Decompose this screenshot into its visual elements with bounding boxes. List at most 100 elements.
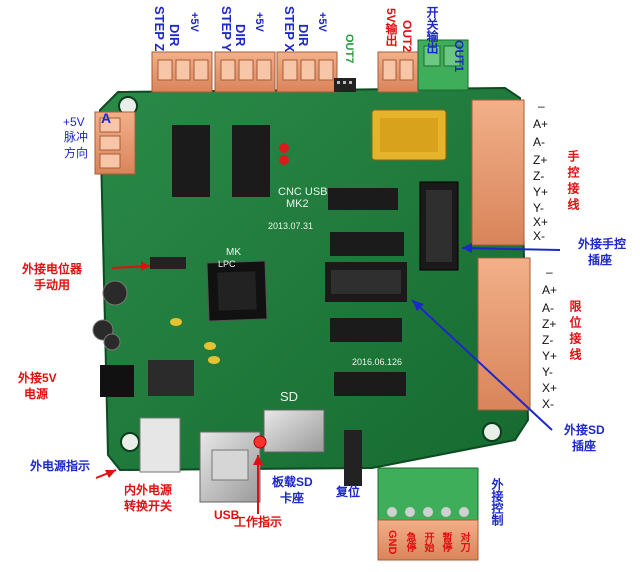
label-limit-minus: – [546, 265, 553, 279]
label-hand-socket-line2: 插座 [588, 253, 613, 267]
capacitor [102, 280, 128, 306]
arrow-sd-socket [411, 299, 553, 431]
label-dir-z: DIR [167, 24, 182, 47]
label-hand-pin: A+ [533, 117, 549, 131]
label-hand-minus: – [538, 99, 545, 113]
terminal-strip-hand [471, 99, 525, 246]
terminal-strip-limit [477, 257, 531, 411]
silk-lpc: LPC [218, 259, 236, 269]
label-direction: 方向 [64, 146, 89, 160]
label-start: 开始 [422, 532, 433, 552]
silk-date1: 2013.07.31 [268, 221, 314, 231]
label-5v-y: +5V [253, 12, 265, 32]
label-power-switch-line1: 内外电源 [124, 483, 173, 497]
label-out2: OUT2 [400, 20, 414, 53]
label-limit-pin: Y+ [542, 349, 558, 363]
regulator [148, 360, 194, 396]
label-pot-line2: 手动用 [34, 278, 71, 292]
label-ext5v-line1: 外接5V [18, 371, 57, 385]
label-limit-pin: X- [542, 397, 554, 411]
label-hand-pin: Z- [533, 169, 545, 183]
ic-chip [334, 372, 406, 396]
mcu-chip [206, 260, 268, 322]
mounting-hole [482, 422, 502, 442]
label-pulse: 脉冲 [64, 130, 89, 144]
label-hand-pin: Z+ [533, 153, 548, 167]
terminal-block-a [94, 111, 136, 175]
usb-port [199, 431, 261, 503]
label-hand-pin: Y+ [533, 185, 549, 199]
label-power-switch-line2: 转换开关 [124, 499, 173, 513]
label-gnd: GND [386, 530, 398, 555]
label-pause: 暂停 [440, 532, 451, 552]
label-reset: 复位 [336, 485, 361, 499]
power-switch [139, 417, 181, 473]
out7-header [334, 78, 356, 92]
label-hand-socket-line1: 外接手控 [578, 237, 627, 251]
silk-mk: MK [226, 247, 241, 258]
capacitor [103, 333, 121, 351]
label-limit-pin: A- [542, 301, 554, 315]
mounting-hole [120, 432, 140, 452]
label-tool: 对刀 [458, 532, 469, 552]
label-sd-socket-line2: 插座 [572, 439, 597, 453]
label-step-x: STEP X [282, 6, 297, 53]
terminal-block-switch-out [417, 39, 469, 91]
label-limit-pin: Z+ [542, 317, 557, 331]
label-hand-title: 手控接线 [566, 150, 580, 214]
ic-chip [330, 232, 404, 256]
label-hand-pin: Y- [533, 201, 544, 215]
silk-board-model: MK2 [286, 198, 309, 210]
terminal-block-z [151, 51, 213, 93]
silk-sd: SD [280, 389, 299, 404]
header-sd [325, 262, 407, 302]
label-dir-y: DIR [233, 24, 248, 47]
label-step-y: STEP Y [219, 6, 234, 52]
pot-header [150, 257, 186, 269]
label-ext-power-indicator: 外电源指示 [30, 459, 91, 473]
ic-chip [328, 188, 398, 210]
header-hand [419, 181, 459, 271]
label-estop: 急停 [404, 532, 415, 552]
label-5v-out: 5V输出 [384, 8, 398, 47]
ic-chip [330, 318, 402, 342]
label-5v-z: +5V [188, 12, 200, 32]
label-sd-line2: 卡座 [280, 491, 305, 505]
label-5v-x: +5V [316, 12, 328, 32]
terminal-block-ext-control [377, 467, 479, 529]
label-hand-pin: X+ [533, 215, 549, 229]
label-pulse-5v: +5V [63, 115, 85, 129]
label-step-z: STEP Z [152, 6, 167, 52]
label-out1: OUT1 [452, 40, 466, 73]
label-ext-control: 外接控制 [490, 478, 504, 526]
label-sd-line1: 板载SD [272, 475, 313, 489]
terminal-block-x [276, 51, 338, 93]
label-limit-pin: Z- [542, 333, 554, 347]
label-limit-pin: Y- [542, 365, 553, 379]
ic-driver [172, 125, 270, 197]
dc-jack [100, 365, 134, 397]
label-usb: USB [214, 508, 240, 522]
label-hand-pin: X- [533, 229, 545, 243]
label-limit-title: 限位接线 [568, 300, 582, 364]
terminal-block-y [214, 51, 276, 93]
label-hand-pin: A- [533, 135, 545, 149]
label-a-axis: A [101, 110, 112, 126]
label-limit-pin: X+ [542, 381, 558, 395]
label-sd-socket-line1: 外接SD [564, 423, 605, 437]
relay [371, 109, 447, 161]
label-ext5v-line2: 电源 [24, 387, 49, 401]
label-work-indicator: 工作指示 [234, 515, 283, 529]
reset-button [344, 430, 362, 486]
label-pot-line1: 外接电位器 [22, 262, 83, 276]
label-dir-x: DIR [296, 24, 311, 47]
silk-date2: 2016.06.126 [352, 357, 403, 367]
label-switch-out: 开关输出 [425, 6, 439, 54]
sd-slot [263, 409, 325, 453]
silk-board-name: CNC USB [278, 186, 328, 198]
terminal-block-5v-out [377, 51, 419, 93]
label-limit-pin: A+ [542, 283, 558, 297]
terminal-block-bottom [377, 519, 479, 561]
